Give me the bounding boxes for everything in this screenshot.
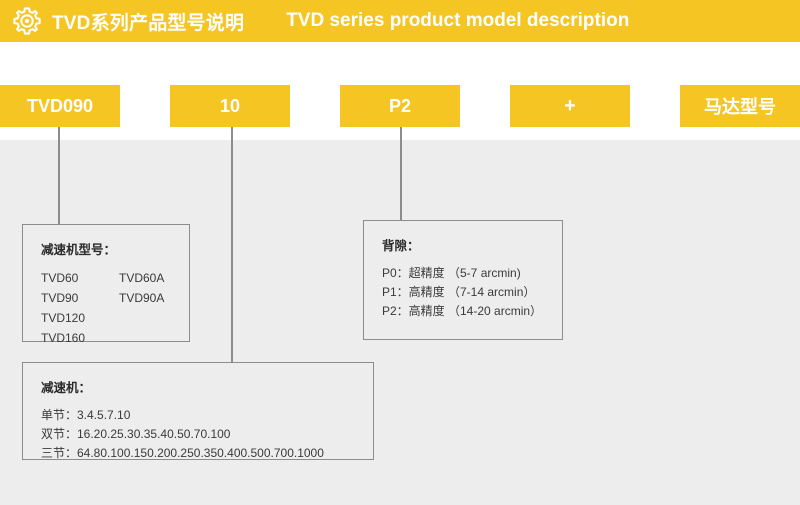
detail-box-backlash: 背隙： P0：超精度 （5-7 arcmin) P1：高精度 （7-14 arc… — [363, 220, 563, 340]
header-title-cn: TVD系列产品型号说明 — [52, 12, 245, 34]
backlash-line: P0：超精度 （5-7 arcmin) — [382, 266, 521, 280]
gear-icon — [13, 7, 41, 35]
code-box-series[interactable]: TVD090 — [0, 85, 120, 127]
ratio-line: 双节：16.20.25.30.35.40.50.70.100 — [41, 427, 231, 441]
connector-line-ratio — [231, 127, 233, 362]
connector-line-series — [58, 127, 60, 224]
detail-box-models-grid: TVD60 TVD60A TVD90 TVD90A TVD120 TVD160 — [41, 268, 189, 348]
model-cell: TVD120 — [41, 311, 86, 325]
code-box-backlash[interactable]: P2 — [340, 85, 460, 127]
detail-box-ratio-title: 减速机： — [41, 381, 92, 395]
connector-line-backlash — [400, 127, 402, 220]
code-box-motor-model[interactable]: 马达型号 — [680, 85, 800, 127]
model-cell: TVD90A — [119, 291, 165, 305]
code-box-plus[interactable]: + — [510, 85, 630, 127]
detail-box-backlash-title: 背隙： — [382, 239, 420, 253]
detail-box-ratio: 减速机： 单节：3.4.5.7.10 双节：16.20.25.30.35.40.… — [22, 362, 374, 460]
model-cell: TVD90 — [41, 291, 79, 305]
model-cell: TVD60 — [41, 271, 79, 285]
ratio-line: 三节：64.80.100.150.200.250.350.400.500.700… — [41, 446, 324, 460]
backlash-line: P2：高精度 （14-20 arcmin） — [382, 304, 543, 318]
backlash-line: P1：高精度 （7-14 arcmin） — [382, 285, 536, 299]
page-header: TVD系列产品型号说明 TVD series product model des… — [0, 0, 800, 42]
code-box-ratio[interactable]: 10 — [170, 85, 290, 127]
detail-box-models: 减速机型号： TVD60 TVD60A TVD90 TVD90A TVD120 … — [22, 224, 190, 345]
model-cell: TVD160 — [41, 331, 86, 345]
ratio-line: 单节：3.4.5.7.10 — [41, 408, 131, 422]
model-cell: TVD60A — [119, 271, 165, 285]
header-title-en: TVD series product model description — [286, 10, 630, 31]
model-cell — [119, 308, 189, 328]
model-cell — [119, 328, 189, 348]
detail-box-models-title: 减速机型号： — [41, 243, 117, 257]
